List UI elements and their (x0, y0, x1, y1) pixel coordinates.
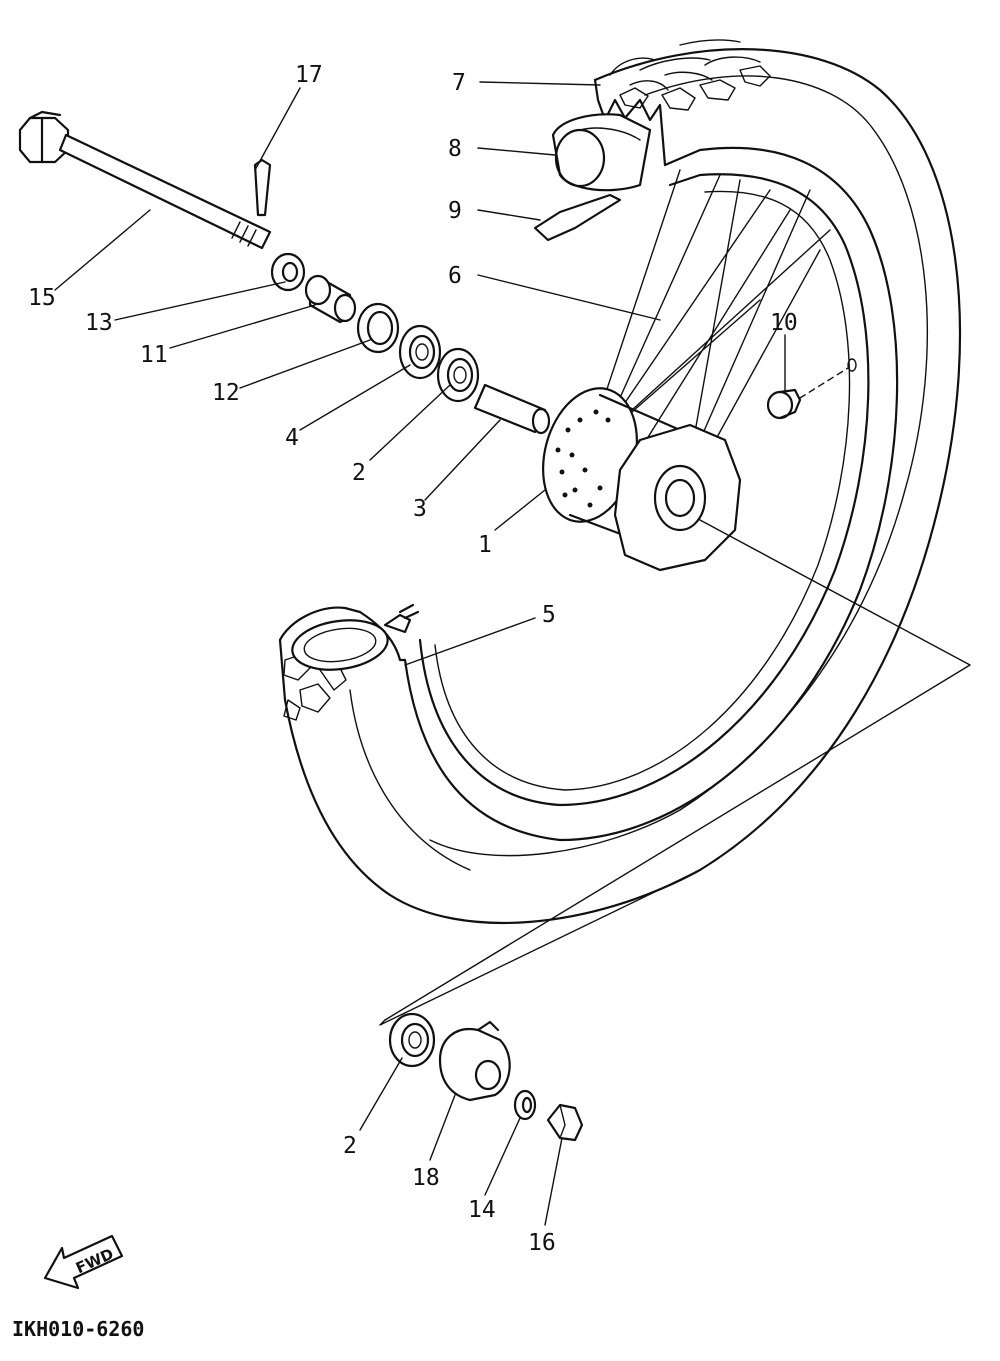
callout-labels: 17 7 8 9 15 6 13 11 10 12 4 2 3 1 5 2 18… (28, 62, 798, 1256)
fwd-arrow-icon: FWD (43, 1234, 124, 1290)
spokes-part-6 (599, 169, 831, 461)
callout-11: 11 (140, 342, 168, 368)
callout-9: 9 (448, 198, 462, 224)
callout-5: 5 (542, 602, 556, 628)
callout-12: 12 (212, 380, 240, 406)
callout-10: 10 (770, 310, 798, 336)
bearing-part-4 (398, 324, 442, 380)
callout-15: 15 (28, 285, 56, 311)
tube-part-8 (551, 113, 652, 192)
bearing-part-2-upper (436, 347, 480, 403)
rim-band-part-9 (533, 193, 622, 242)
rim-part-5 (291, 173, 870, 807)
plug-part-10 (766, 358, 857, 420)
callout-16: 16 (528, 1230, 556, 1256)
callout-7: 7 (452, 70, 466, 96)
nut-part-16 (546, 1103, 584, 1142)
callout-2-lower: 2 (343, 1133, 357, 1159)
washer-part-13 (270, 252, 306, 292)
callout-1: 1 (478, 532, 492, 558)
callout-6: 6 (448, 263, 462, 289)
leader-lines (54, 81, 786, 1226)
callout-4: 4 (285, 425, 299, 451)
callout-18: 18 (412, 1165, 440, 1191)
washer-part-14 (513, 1089, 537, 1121)
callout-13: 13 (85, 310, 113, 336)
oil-seal-part-12 (356, 302, 400, 354)
projection-lines (379, 519, 971, 1026)
hub-part-1 (542, 387, 742, 572)
callout-2-upper: 2 (352, 460, 366, 486)
callout-8: 8 (448, 136, 462, 162)
callout-3: 3 (413, 496, 427, 522)
diagram-code: IKH010-6260 (12, 1317, 144, 1341)
axle-part-15 (18, 110, 272, 250)
spacer-part-3 (473, 383, 551, 435)
callout-14: 14 (468, 1197, 496, 1223)
cotter-pin-part-17 (253, 158, 272, 217)
callout-17: 17 (295, 62, 323, 88)
bearing-part-2-lower (388, 1012, 436, 1068)
gear-unit-part-18 (438, 1020, 511, 1102)
collar-part-11 (304, 274, 357, 324)
